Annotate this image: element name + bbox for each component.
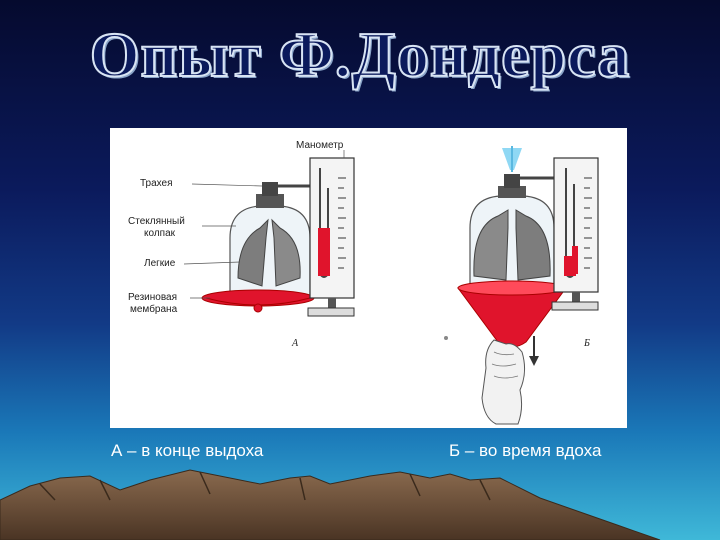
hand-icon [481, 339, 526, 425]
mountains [0, 469, 661, 540]
lungs-a [237, 218, 269, 287]
stopper-a [256, 194, 284, 208]
stand-b [551, 301, 599, 311]
manometer-a [309, 157, 355, 299]
label-glass-bell-1: Стеклянный [128, 216, 185, 227]
label-manometer: Манометр [296, 140, 344, 151]
label-glass-bell-2: колпак [144, 228, 176, 239]
label-lungs: Легкие [144, 258, 176, 269]
stopper-b [498, 186, 526, 198]
caption-b: Б – во время вдоха [449, 441, 602, 460]
panel-label-a: А [291, 338, 299, 349]
panel-label-b: Б [583, 338, 590, 349]
label-membrane-1: Резиновая [128, 292, 177, 303]
stand-a [307, 307, 355, 317]
label-trachea: Трахея [140, 178, 173, 189]
caption-a: А – в конце выдоха [111, 441, 264, 460]
label-membrane-2: мембрана [130, 303, 178, 315]
donders-diagram: Манометр Трахея Стеклянный колпак Легкие… [110, 128, 627, 428]
apparatus-a [183, 150, 355, 317]
lungs-b [473, 209, 509, 281]
page-title: Опыт Ф.Дондерса [89, 18, 631, 91]
apparatus-b [444, 146, 599, 425]
